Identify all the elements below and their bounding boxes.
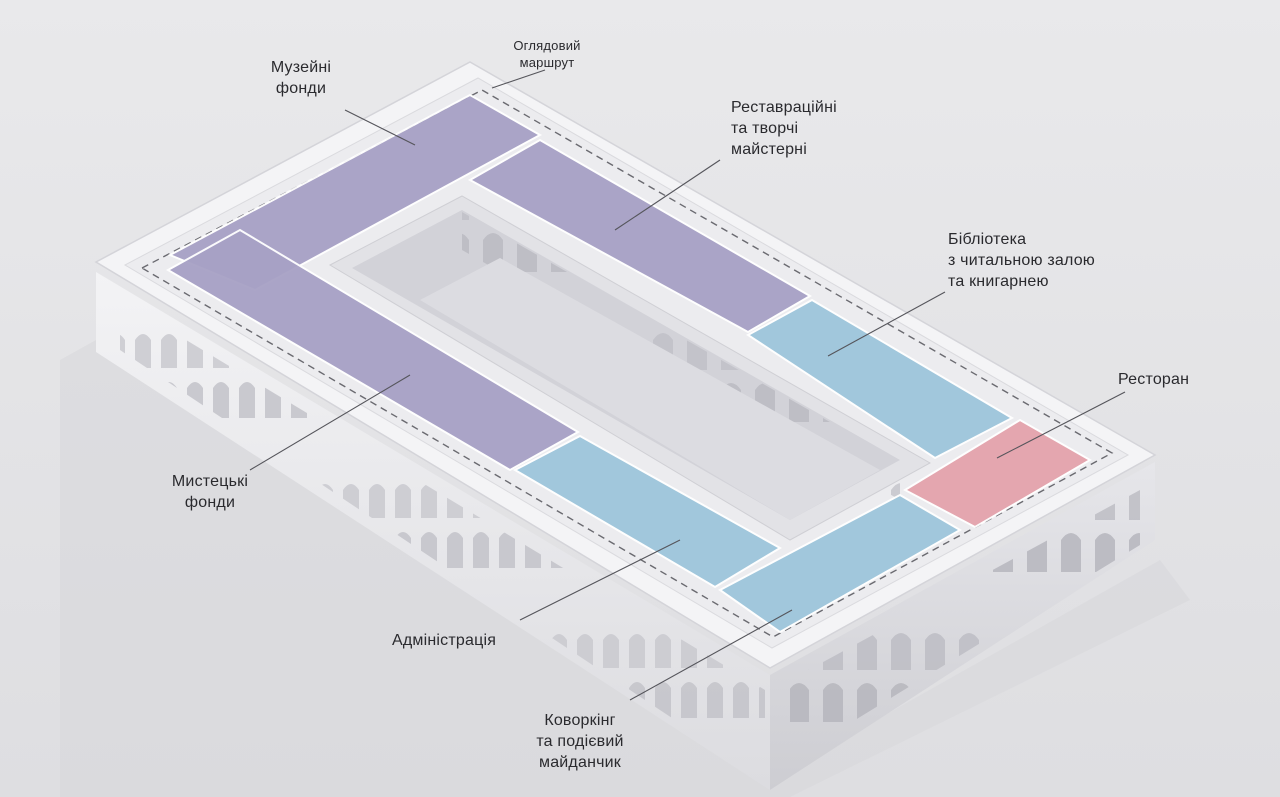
leader-admin bbox=[519, 539, 681, 621]
zone-art-fill bbox=[165, 228, 580, 472]
label-viewing-route: Оглядовий маршрут bbox=[513, 38, 581, 70]
zone-workshops-fill bbox=[467, 138, 812, 334]
label-coworking: Коворкінг та подієвий майданчик bbox=[536, 712, 624, 771]
label-library: Бібліотека з читальною залою та книгарне… bbox=[948, 231, 1096, 290]
leader-coworking bbox=[629, 609, 793, 701]
leader-art bbox=[249, 374, 411, 471]
zone-restaurant-fill bbox=[902, 418, 1093, 529]
zone-coworking-fill bbox=[718, 493, 963, 634]
zone-admin-fill bbox=[512, 434, 782, 589]
floor-shadow bbox=[60, 340, 1190, 797]
label-art: Мистецькі фонди bbox=[171, 473, 249, 511]
courtyard-floor bbox=[420, 258, 880, 520]
leader-restaurant bbox=[996, 391, 1126, 459]
leader-museum bbox=[344, 109, 416, 146]
label-admin: Адміністрація bbox=[392, 632, 497, 649]
facade-right-arcade bbox=[790, 490, 1140, 760]
leader-library bbox=[827, 291, 946, 357]
facade-left-arcade bbox=[120, 300, 765, 780]
zone-library-fill bbox=[746, 298, 1015, 460]
label-museum: Музейні фонди bbox=[270, 59, 332, 97]
label-restaurant: Ресторан bbox=[1118, 371, 1190, 388]
leader-workshops bbox=[614, 159, 721, 231]
label-workshops: Реставраційні та творчі майстерні bbox=[731, 99, 837, 158]
leader-route bbox=[491, 69, 546, 89]
leader-lines bbox=[249, 69, 1126, 701]
